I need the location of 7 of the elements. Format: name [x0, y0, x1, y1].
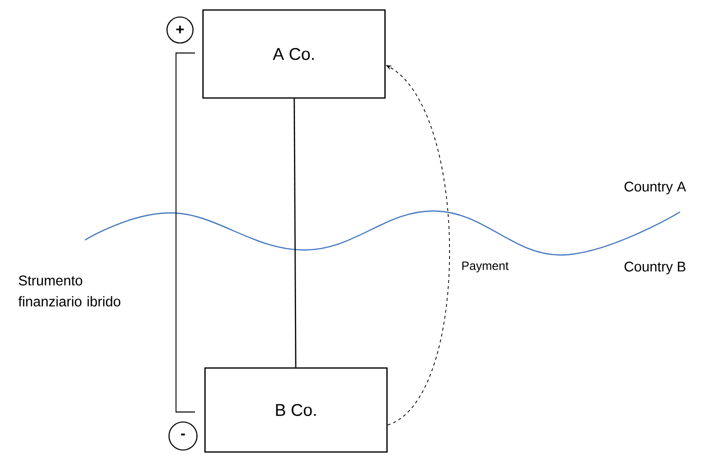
company-box: B Co. — [204, 367, 388, 453]
company-box: A Co. — [202, 9, 386, 99]
connector-line — [294, 98, 296, 368]
region-label: Strumento finanziario ibrido — [18, 276, 120, 306]
region-label: Country A — [624, 182, 686, 194]
region-label: Country B — [624, 262, 686, 274]
edge-label: Payment — [462, 262, 509, 272]
